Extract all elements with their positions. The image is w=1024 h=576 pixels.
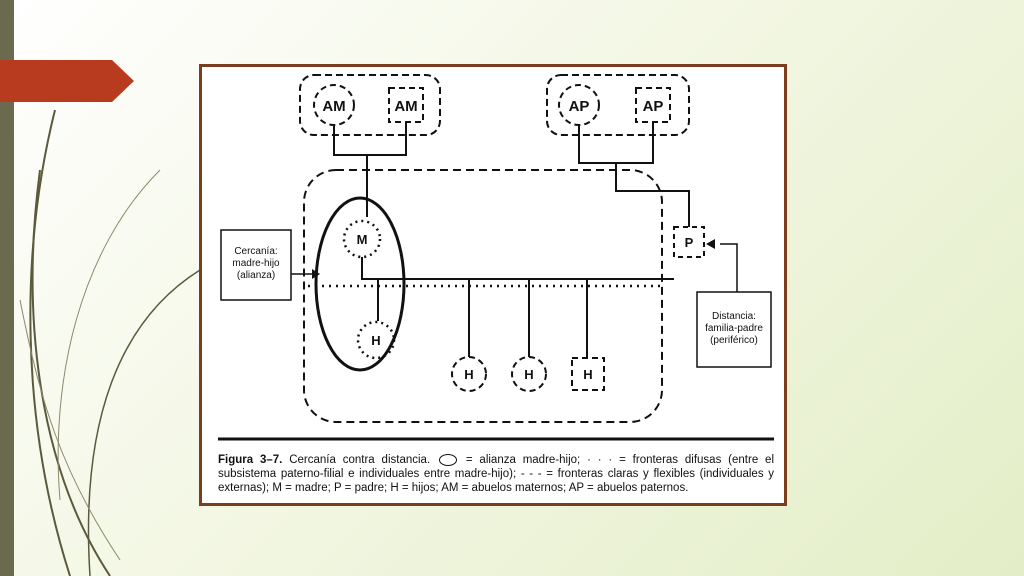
right-arrow-head	[706, 239, 715, 249]
right-box-line2: familia-padre	[705, 323, 763, 334]
p-label: P	[685, 235, 694, 250]
left-accent-bar	[0, 0, 14, 576]
am-right-label: AM	[394, 98, 417, 115]
m-label: M	[357, 232, 368, 247]
h2-node	[511, 356, 547, 392]
ap-right-label: AP	[643, 98, 664, 115]
figure-caption: Figura 3–7. Cercanía contra distancia. =…	[218, 453, 774, 495]
left-box-line2: madre-hijo	[232, 258, 280, 269]
family-structure-diagram: AM AM AP AP M P H H H H Cercanía: madre-…	[218, 74, 774, 441]
am-connector	[333, 122, 407, 156]
right-box	[696, 291, 772, 368]
left-arrow-head	[312, 269, 320, 279]
am-group-boundary	[299, 74, 441, 136]
caption-part1: Cercanía contra distancia.	[289, 454, 431, 466]
h1-node	[451, 356, 487, 392]
h-mother-node	[356, 320, 396, 360]
p-node	[673, 226, 705, 258]
h3-node	[571, 357, 605, 391]
caption-label: Figura 3–7.	[218, 454, 283, 466]
left-box	[220, 229, 292, 301]
left-box-line1: Cercanía:	[234, 246, 277, 257]
h1-label: H	[464, 367, 473, 382]
right-box-line3: (periférico)	[710, 335, 758, 346]
h3-label: H	[583, 367, 592, 382]
right-arrow-line	[720, 243, 738, 292]
red-arrow-tab	[0, 60, 134, 102]
decorative-curves	[19, 109, 201, 576]
figure-panel: AM AM AP AP M P H H H H Cercanía: madre-…	[199, 64, 787, 506]
caption-part2: = alianza madre-hijo; · · · = fronteras …	[218, 454, 775, 494]
ap-group-boundary	[546, 74, 690, 136]
ap-left-label: AP	[569, 98, 590, 115]
ap-connector	[578, 122, 654, 164]
parental-line	[361, 257, 674, 280]
alliance-oval-icon	[439, 453, 457, 466]
h2-label: H	[524, 367, 533, 382]
family-boundary	[303, 169, 663, 423]
right-box-line1: Distancia:	[712, 311, 756, 322]
left-box-line3: (alianza)	[237, 270, 275, 281]
alliance-oval	[314, 196, 406, 372]
am-left-label: AM	[322, 98, 345, 115]
ap-to-p-line	[615, 163, 690, 227]
h-mother-label: H	[371, 333, 380, 348]
m-node	[342, 219, 382, 259]
